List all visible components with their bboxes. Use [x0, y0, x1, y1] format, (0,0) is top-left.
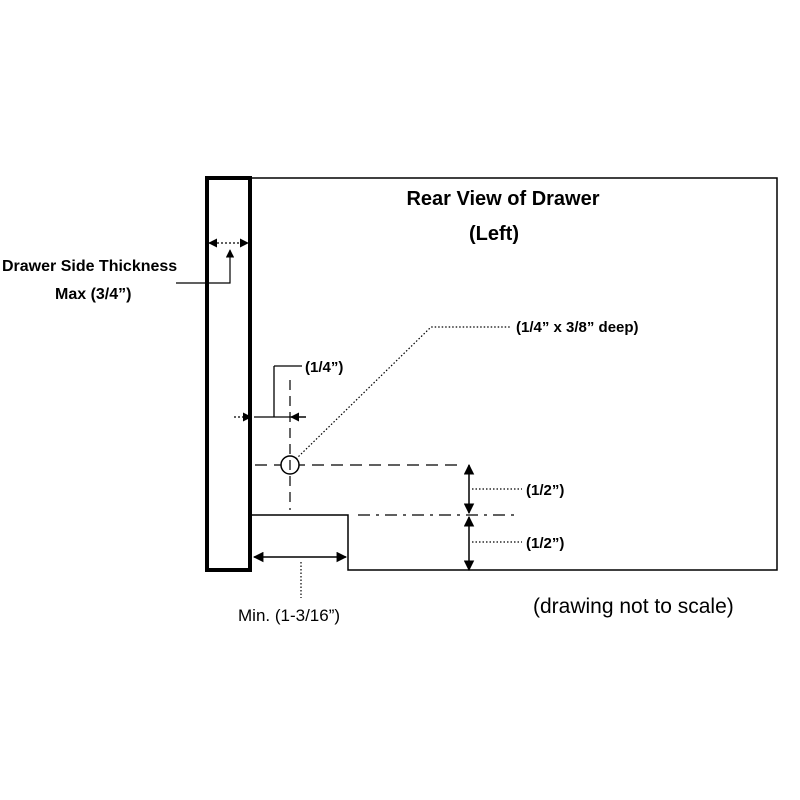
drawer-side-board — [205, 176, 252, 572]
hole-offset-label: (1/4”) — [305, 359, 343, 376]
title-line2: (Left) — [469, 223, 519, 245]
side-thickness-label-line2: Max (3/4”) — [55, 286, 131, 303]
drawer-back-outline — [252, 177, 778, 571]
hole-spec-leader — [295, 326, 511, 460]
title-line1: Rear View of Drawer — [406, 188, 599, 210]
side-thickness-label-line1: Drawer Side Thickness — [2, 258, 177, 275]
scale-note: (drawing not to scale) — [533, 595, 734, 618]
min-notch-label: Min. (1-3/16”) — [238, 606, 340, 625]
side-thickness-leader — [176, 249, 235, 284]
hole-spec-label: (1/4” x 3/8” deep) — [516, 319, 639, 336]
upper-height-label: (1/2”) — [526, 482, 564, 499]
lower-height-label: (1/2”) — [526, 535, 564, 552]
